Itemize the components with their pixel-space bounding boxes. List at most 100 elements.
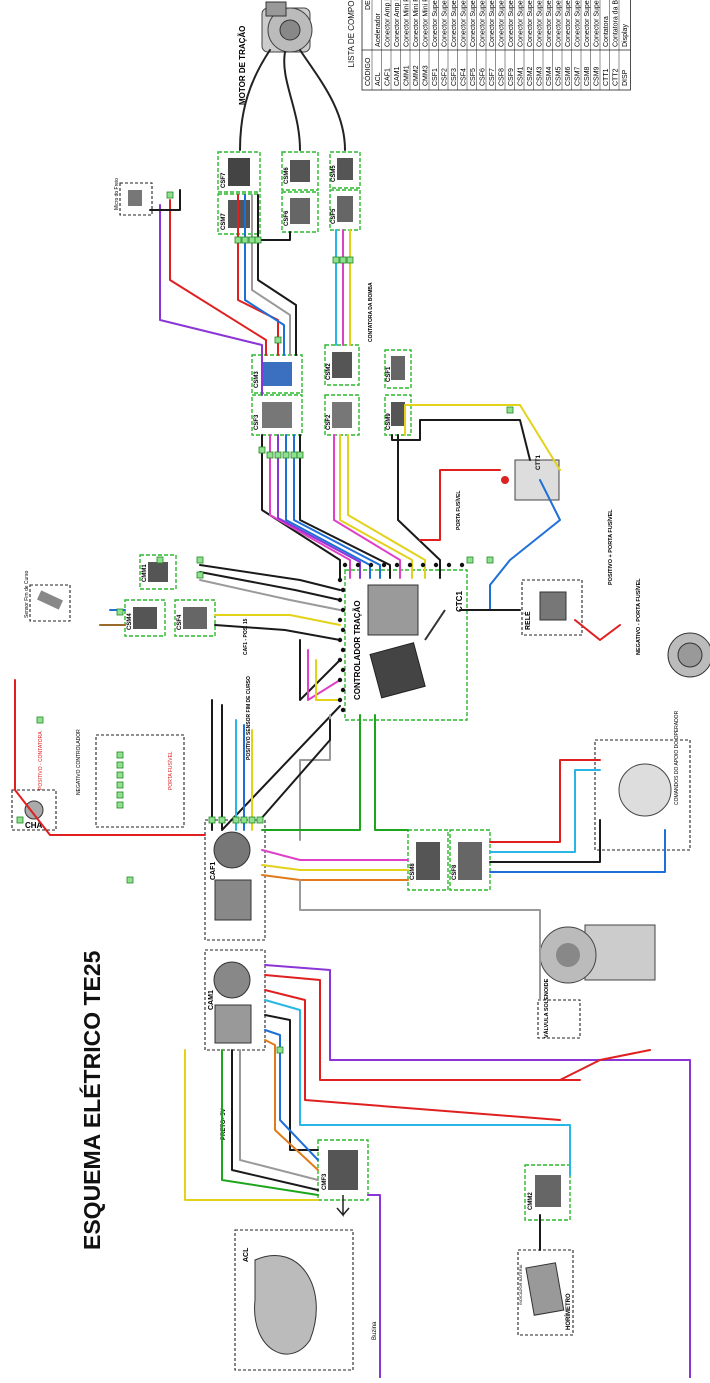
wire-black (149, 189, 181, 211)
wire-yellow (261, 864, 409, 871)
wire-gray (239, 1049, 319, 1181)
wire-yellow (404, 404, 561, 471)
connector-csf7[interactable]: CSF7 (217, 151, 261, 193)
connector-cmm2[interactable]: CMM2 (524, 1164, 571, 1221)
wire-black (264, 1014, 319, 1151)
controller-pin (342, 562, 348, 568)
table-cell-desc: Conector Superseal Fêmea 2 vias (480, 0, 487, 47)
connector-cmf3[interactable]: CMF3 (317, 1139, 369, 1201)
connector-csf2[interactable]: CSF2 (324, 394, 360, 436)
controller-pin (394, 562, 400, 568)
wire-black (231, 1049, 319, 1191)
wire-magenta (333, 434, 401, 579)
motor-label: MOTOR DE TRAÇÃO (238, 26, 247, 105)
table-cell-desc: Conector Superseal Macho 6 vias (537, 0, 544, 47)
connector-csf3[interactable]: CSF3 (251, 394, 303, 436)
connector-csf5[interactable]: CSF5 (329, 189, 361, 231)
wire-red (14, 679, 206, 836)
wire-terminal (296, 451, 304, 459)
connector-csm8[interactable]: CSM8 (407, 829, 449, 891)
connector-csf8[interactable]: CSF8 (449, 829, 491, 891)
table-cell-code: CSF7 (489, 68, 496, 86)
connector-csf4[interactable]: CSF4 (174, 599, 216, 637)
positivo-sensor-label: POSITIVO SENSOR FIM DE CURSO (246, 676, 252, 760)
controller-pin (340, 587, 346, 593)
connector-caf1[interactable]: CAF1 (204, 819, 266, 941)
table-cell-desc: Conector Superseal Macho 6 vias (584, 0, 591, 47)
accelerator-acl: ACL (234, 1229, 354, 1371)
table-cell-desc: Conector Superseal Macho 2 vias (594, 0, 601, 47)
motor-cable-2 (283, 51, 301, 151)
wire-red (574, 619, 621, 641)
table-cell-desc: Conector Amp Macho 16 vias (394, 0, 401, 47)
table-cell-code: CSM1 (518, 66, 525, 86)
hour-meter: HORÍMETRO INDICADOR BATERIA (517, 1249, 574, 1336)
wire-terminal (248, 236, 256, 244)
wire-magenta (269, 434, 351, 579)
table-cell-code: CMM2 (413, 65, 420, 86)
table-col-desc: DESCRIÇÃO (363, 0, 372, 10)
wire-yellow (339, 434, 413, 579)
controller-pin (459, 562, 465, 568)
wire-yellow (214, 614, 341, 626)
connector-csm3[interactable]: CSM3 (251, 354, 303, 394)
connector-csf6[interactable]: CSF6 (281, 191, 319, 233)
table-cell-code: CSF4 (461, 68, 468, 86)
wire-red (169, 199, 267, 356)
caf1-pos-label: CAF1 - POS. 15 (243, 618, 249, 655)
porta-fusivel-label: PORTA FUSÍVEL (454, 491, 462, 530)
connector-csf1[interactable]: CSF1 (384, 349, 412, 389)
wire-terminal (276, 1046, 284, 1054)
table-cell-desc: Conector Superseal Macho 6 vias (518, 0, 525, 47)
controller-pin (340, 647, 346, 653)
table-cell-code: CTT2 (613, 68, 620, 86)
table-cell-code: DISP (622, 69, 629, 86)
csm6-label: CSM6 (284, 167, 290, 184)
preto-5v-label: PRETO- 5V (221, 1108, 227, 1140)
wire-black (261, 434, 341, 579)
wire-black (214, 624, 341, 641)
csf4-label: CSF4 (177, 614, 183, 630)
connector-cmm1[interactable]: CMM1 (139, 554, 177, 590)
table-cell-code: CSM2 (527, 66, 534, 86)
controller-pin (337, 657, 343, 663)
acl-label: ACL (243, 1247, 250, 1262)
table-cell-code: CSM3 (537, 66, 544, 86)
table-cell-code: CSF3 (451, 68, 458, 86)
wire-green (261, 714, 361, 831)
wire-terminal (116, 761, 124, 769)
csm5-label: CSM5 (331, 165, 337, 182)
positivo-contatora-label: POSITIVO - CONTATORA (38, 731, 44, 790)
wire-red (419, 469, 501, 541)
table-cell-code: CSF2 (442, 68, 449, 86)
table-cell-desc: Acelerador (375, 12, 382, 47)
wire-black (299, 639, 341, 701)
wire-terminal (126, 876, 134, 884)
relay: RELÉ (521, 579, 583, 636)
wire-black (257, 231, 291, 241)
positivo-fusivel-label: POSITIVO + PORTA FUSÍVEL (606, 509, 614, 585)
table-cell-code: CSM9 (594, 66, 601, 86)
wire-terminal (256, 816, 264, 824)
table-cell-desc: Conector Superseal Macho 2 vias (556, 0, 563, 47)
controller-label: CONTROLADOR TRAÇÃO (353, 600, 362, 700)
wire-terminal (240, 816, 248, 824)
csf3-label: CSF3 (254, 414, 260, 430)
wire-terminal (116, 781, 124, 789)
connector-csm2[interactable]: CSM2 (324, 344, 360, 386)
wire-blue (489, 479, 561, 611)
wire-terminal (196, 571, 204, 579)
table-cell-desc: Conector Mini Fit Macho 14 vias (423, 0, 430, 47)
connector-csm6[interactable]: CSM6 (281, 151, 319, 191)
connector-csm5[interactable]: CSM5 (329, 151, 361, 189)
connector-csm4[interactable]: CSM4 (124, 599, 166, 637)
comandos-label: COMANDOS DO APOIO DO OPERADOR (674, 710, 680, 805)
wire-blue (264, 1029, 319, 1161)
wire-blue (489, 829, 666, 873)
table-cell-desc: Conector Superseal Fêmea 3 vias (442, 0, 449, 47)
connector-csm9[interactable]: CSM9 (384, 394, 412, 436)
connector-cam1[interactable]: CAM1 (204, 949, 266, 1051)
wire-red (559, 1049, 651, 1081)
